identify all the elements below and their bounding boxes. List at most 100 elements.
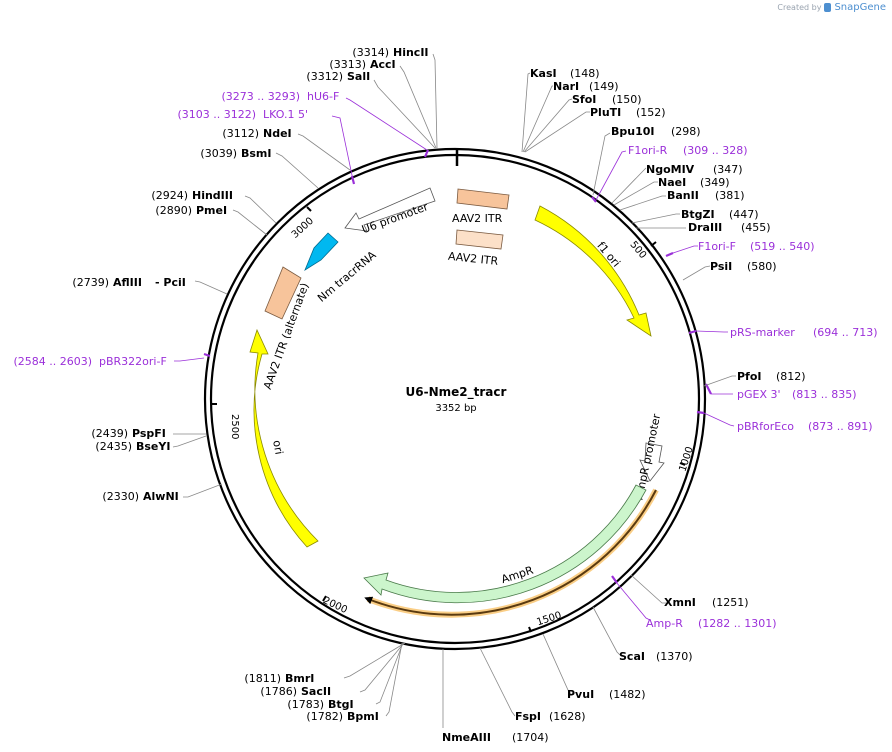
- site-pos-prs-marker: (694 .. 713): [813, 326, 878, 339]
- site-name-amp-r[interactable]: Amp-R: [646, 617, 683, 630]
- tick-label-1000: 1000: [678, 445, 696, 473]
- site-name-prs-marker[interactable]: pRS-marker: [730, 326, 795, 339]
- site-labels-right: Amp-R (1282 .. 1301) XmnI (1251) pBRforE…: [530, 67, 878, 630]
- site-pos-pmei: (2890): [155, 204, 192, 217]
- tick-label-2500: 2500: [229, 414, 240, 439]
- site-name-alwni[interactable]: AlwNI: [143, 490, 179, 503]
- site-pos-sfoi: (150): [612, 93, 642, 106]
- site-name-f1ori-f[interactable]: F1ori-F: [698, 240, 736, 253]
- site-labels-bottom: (1811) BmrI (1786) SacII (1783) BtgI (17…: [244, 650, 692, 744]
- site-name-ndei[interactable]: NdeI: [263, 127, 292, 140]
- site-name-pfoi[interactable]: PfoI: [737, 370, 762, 383]
- site-pos-draiii: (455): [741, 221, 771, 234]
- site-name-sacii[interactable]: SacII: [301, 685, 331, 698]
- site-name-pluti[interactable]: PluTI: [590, 106, 621, 119]
- site-pos-hincii: (3314): [352, 46, 389, 59]
- site-pos-afliii: (2739): [72, 276, 109, 289]
- site-pos-f1ori-f: (519 .. 540): [750, 240, 815, 253]
- site-pos-bseyi: (2435): [95, 440, 132, 453]
- site-name-nmeaiii[interactable]: NmeAIII: [442, 731, 491, 744]
- feature-label-ori: ori: [270, 439, 285, 455]
- site-pos-pgex3: (813 .. 835): [792, 388, 857, 401]
- site-name-afliii[interactable]: AflIII: [113, 276, 142, 289]
- credit-brand: SnapGene: [834, 2, 886, 13]
- site-pos-ndei: (3112): [222, 127, 259, 140]
- site-name-bsmi[interactable]: BsmI: [241, 147, 272, 160]
- site-name-pbr322ori-f[interactable]: pBR322ori-F: [99, 355, 167, 368]
- site-pos-sali: (3312): [306, 70, 343, 83]
- site-name-sfoi[interactable]: SfoI: [572, 93, 596, 106]
- plasmid-length: 3352 bp: [435, 403, 476, 414]
- site-pos-sacii: (1786): [260, 685, 297, 698]
- site-pos-btgi: (1783): [287, 698, 324, 711]
- site-pos-f1ori-r: (309 .. 328): [683, 144, 748, 157]
- site-name-pvui[interactable]: PvuI: [567, 688, 594, 701]
- site-name-hincii[interactable]: HincII: [393, 46, 429, 59]
- site-pos-ngomiv: (347): [713, 163, 743, 176]
- site-pos-pbrforeco: (873 .. 891): [808, 420, 873, 433]
- feature-ampr-strand: [364, 489, 657, 616]
- site-pos-pfoi: (812): [776, 370, 806, 383]
- site-pos-fspi: (1628): [549, 710, 586, 723]
- credit-text: Created by: [777, 3, 822, 12]
- site-pos-xmni: (1251): [712, 596, 749, 609]
- feature-aav2-itr-1[interactable]: [456, 188, 510, 210]
- site-name-draiii[interactable]: DraIII: [688, 221, 722, 234]
- feature-aav2-itr-alternate[interactable]: [264, 266, 302, 320]
- site-name-btgzi[interactable]: BtgZI: [681, 208, 715, 221]
- site-pos-banii: (381): [715, 189, 745, 202]
- tick-marks: [212, 206, 686, 633]
- site-pos-scai: (1370): [656, 650, 693, 663]
- feature-ori[interactable]: [249, 328, 319, 548]
- site-name-psii[interactable]: PsiI: [710, 260, 732, 273]
- site-pos-bsmi: (3039): [200, 147, 237, 160]
- site-pos-acci: (3313): [329, 58, 366, 71]
- site-name-pmei[interactable]: PmeI: [196, 204, 227, 217]
- site-pos-naei: (349): [700, 176, 730, 189]
- site-name-banii[interactable]: BanII: [667, 189, 699, 202]
- site-name-btgi[interactable]: BtgI: [328, 698, 354, 711]
- site-pos-kasi: (148): [570, 67, 600, 80]
- site-name-kasi[interactable]: KasI: [530, 67, 557, 80]
- site-name-fspi[interactable]: FspI: [515, 710, 541, 723]
- site-name-xmni[interactable]: XmnI: [664, 596, 696, 609]
- site-pos-amp-r: (1282 .. 1301): [698, 617, 777, 630]
- feature-label-aav2-itr-2: AAV2 ITR: [447, 250, 499, 268]
- feature-label-aav2-itr-1: AAV2 ITR: [452, 212, 503, 225]
- tick-label-500: 500: [627, 239, 648, 261]
- feature-ampr[interactable]: [363, 484, 647, 604]
- site-pos-btgzi: (447): [729, 208, 759, 221]
- site-name-bpu10i[interactable]: Bpu10I: [611, 125, 655, 138]
- site-pos-bmri: (1811): [244, 672, 281, 685]
- leader-lines: [172, 53, 736, 728]
- feature-u6-promoter[interactable]: [344, 187, 436, 232]
- site-name-pspfi[interactable]: PspFI: [132, 427, 166, 440]
- site-name-lko15[interactable]: LKO.1 5': [263, 108, 308, 121]
- site-name-f1ori-r[interactable]: F1ori-R: [628, 144, 668, 157]
- site-suffix-pcii[interactable]: - PciI: [155, 276, 186, 289]
- feature-label-nm-tracrrna: Nm tracrRNA: [315, 248, 379, 305]
- site-name-hu6-f[interactable]: hU6-F: [307, 90, 339, 103]
- site-name-pgex3[interactable]: pGEX 3': [737, 388, 781, 401]
- feature-f1-ori[interactable]: [534, 205, 652, 337]
- site-name-nari[interactable]: NarI: [553, 80, 579, 93]
- site-pos-pbr322ori-f: (2584 .. 2603): [13, 355, 92, 368]
- site-name-acci[interactable]: AccI: [370, 58, 396, 71]
- site-name-sali[interactable]: SalI: [347, 70, 370, 83]
- feature-aav2-itr-2[interactable]: [455, 229, 504, 250]
- site-name-scai[interactable]: ScaI: [619, 650, 645, 663]
- snapgene-logo-icon: [824, 3, 832, 12]
- site-pos-hu6-f: (3273 .. 3293): [221, 90, 300, 103]
- site-name-ngomiv[interactable]: NgoMIV: [646, 163, 695, 176]
- site-name-bmri[interactable]: BmrI: [285, 672, 314, 685]
- site-pos-nmeaiii: (1704): [512, 731, 549, 744]
- site-pos-nari: (149): [589, 80, 619, 93]
- feature-nm-tracrrna[interactable]: [304, 232, 339, 271]
- site-name-hindiii[interactable]: HindIII: [192, 189, 233, 202]
- site-name-bseyi[interactable]: BseYI: [136, 440, 170, 453]
- site-name-naei[interactable]: NaeI: [658, 176, 686, 189]
- site-name-bpmi[interactable]: BpmI: [347, 710, 379, 723]
- site-name-pbrforeco[interactable]: pBRforEco: [737, 420, 794, 433]
- feature-ampr-promoter[interactable]: [639, 442, 665, 482]
